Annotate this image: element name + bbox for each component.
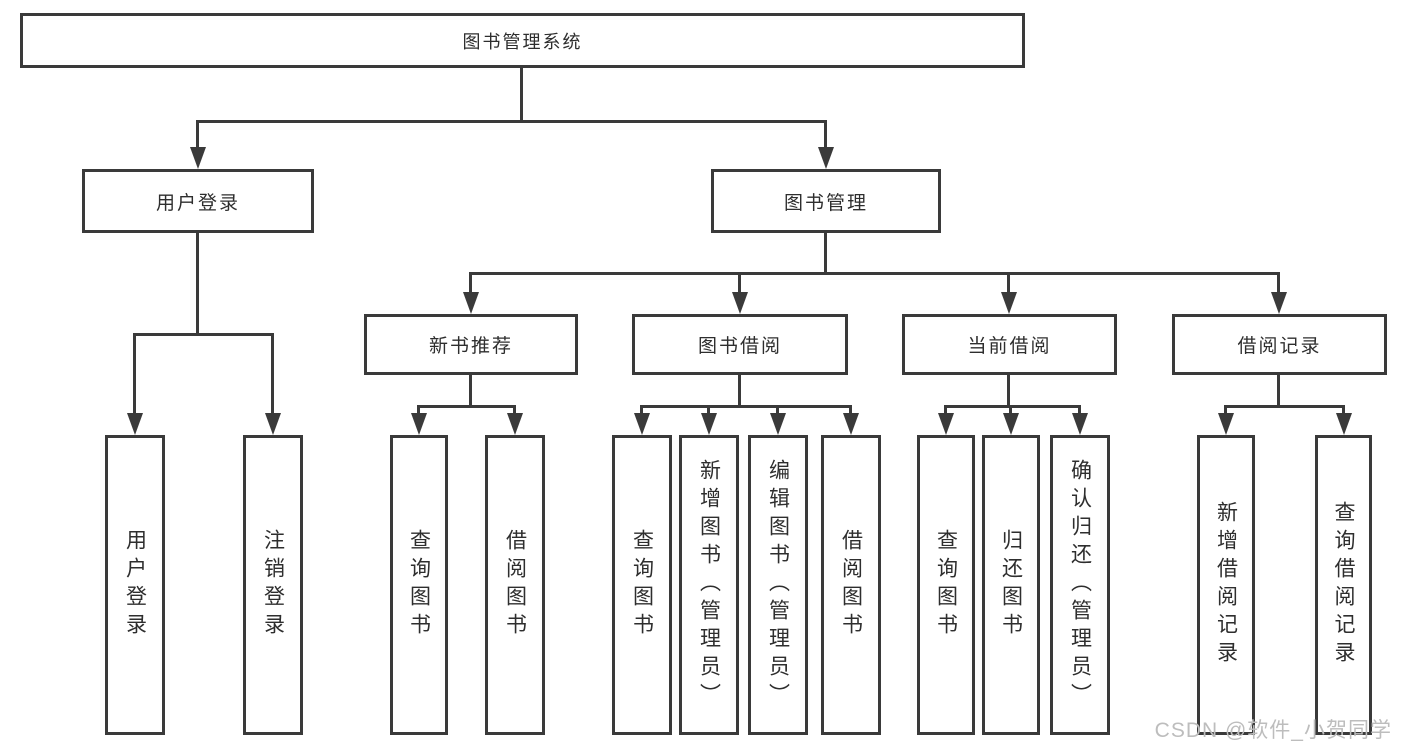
leaf-borrow-borrow-books: 借阅图书 (821, 435, 881, 735)
leaf-current-return-books: 归还图书 (982, 435, 1040, 735)
watermark: CSDN @软件_小贺同学 (1154, 719, 1392, 742)
connector-drop-current-return (1009, 405, 1012, 417)
connector-drop-current-query (944, 405, 947, 417)
connector-borrow-records-stem (1277, 373, 1280, 408)
connector-new-book-stem (469, 373, 472, 408)
node-system-root-label: 图书管理系统 (462, 31, 583, 52)
connector-level2-bus (196, 120, 827, 123)
leaf-user-login: 用户登录 (105, 435, 165, 735)
connector-drop-records-query (1342, 405, 1345, 417)
connector-drop-borrow-borrow (849, 405, 852, 417)
connector-drop-book-management (824, 120, 827, 150)
connector-drop-recommend-query (417, 405, 420, 417)
node-new-book-recommend: 新书推荐 (364, 314, 578, 375)
leaf-recommend-query-books-label: 查询图书 (407, 529, 431, 641)
arrowhead-book-borrow (732, 292, 748, 314)
arrowhead-borrow-records (1271, 292, 1287, 314)
connector-drop-borrow-add (707, 405, 710, 417)
leaf-user-login-label: 用户登录 (123, 529, 147, 641)
leaf-current-return-books-label: 归还图书 (999, 529, 1023, 641)
arrowhead-recommend-query (411, 413, 427, 435)
connector-user-login-stem (196, 231, 199, 336)
node-current-borrow: 当前借阅 (902, 314, 1117, 375)
leaf-borrow-add-books-admin: 新增图书（管理员） (679, 435, 739, 735)
arrowhead-leaf-user-login (127, 413, 143, 435)
arrowhead-records-add (1218, 413, 1234, 435)
connector-book-management-stem (824, 231, 827, 275)
connector-drop-borrow-records (1277, 272, 1280, 296)
connector-borrow-records-bus (1224, 405, 1345, 408)
connector-drop-borrow-query (640, 405, 643, 417)
leaf-current-query-books: 查询图书 (917, 435, 975, 735)
node-book-borrow-label: 图书借阅 (697, 336, 782, 357)
connector-drop-leaf-logout (271, 333, 274, 417)
node-book-management: 图书管理 (711, 169, 941, 233)
connector-drop-current-borrow (1007, 272, 1010, 296)
node-borrow-records: 借阅记录 (1172, 314, 1387, 375)
leaf-recommend-borrow-books-label: 借阅图书 (503, 529, 527, 641)
connector-drop-current-confirm (1078, 405, 1081, 417)
connector-root-stem (520, 66, 523, 123)
arrowhead-current-confirm (1072, 413, 1088, 435)
arrowhead-borrow-borrow (843, 413, 859, 435)
leaf-current-confirm-return-admin-label: 确认归还（管理员） (1068, 459, 1092, 711)
arrowhead-book-management (818, 147, 834, 169)
leaf-borrow-query-books-label: 查询图书 (630, 529, 654, 641)
arrowhead-current-query (938, 413, 954, 435)
leaf-current-confirm-return-admin: 确认归还（管理员） (1050, 435, 1110, 735)
connector-drop-user-login (196, 120, 199, 150)
connector-drop-leaf-user-login (133, 333, 136, 417)
arrowhead-borrow-query (634, 413, 650, 435)
connector-current-borrow-stem (1007, 373, 1010, 408)
leaf-records-query-record-label: 查询借阅记录 (1332, 501, 1355, 669)
arrowhead-recommend-borrow (507, 413, 523, 435)
arrowhead-user-login (190, 147, 206, 169)
leaf-recommend-query-books: 查询图书 (390, 435, 448, 735)
leaf-borrow-query-books: 查询图书 (612, 435, 672, 735)
arrowhead-new-book (463, 292, 479, 314)
arrowhead-borrow-add (701, 413, 717, 435)
leaf-logout: 注销登录 (243, 435, 303, 735)
node-book-borrow: 图书借阅 (632, 314, 848, 375)
connector-book-borrow-bus (640, 405, 852, 408)
connector-new-book-bus (417, 405, 516, 408)
node-user-login-label: 用户登录 (155, 192, 240, 214)
leaf-current-query-books-label: 查询图书 (934, 529, 958, 641)
node-system-root: 图书管理系统 (20, 13, 1025, 68)
connector-drop-recommend-borrow (513, 405, 516, 417)
connector-drop-records-add (1224, 405, 1227, 417)
leaf-records-add-record: 新增借阅记录 (1197, 435, 1255, 735)
arrowhead-records-query (1336, 413, 1352, 435)
leaf-records-add-record-label: 新增借阅记录 (1214, 501, 1238, 669)
node-current-borrow-label: 当前借阅 (967, 336, 1052, 357)
connector-drop-borrow-edit (776, 405, 779, 417)
leaf-records-query-record: 查询借阅记录 (1315, 435, 1372, 735)
connector-drop-book-borrow (738, 272, 741, 296)
leaf-logout-label: 注销登录 (261, 529, 285, 641)
leaf-borrow-edit-books-admin: 编辑图书（管理员） (748, 435, 808, 735)
node-book-management-label: 图书管理 (783, 192, 868, 214)
leaf-borrow-borrow-books-label: 借阅图书 (839, 529, 863, 641)
node-user-login: 用户登录 (82, 169, 314, 233)
arrowhead-current-return (1003, 413, 1019, 435)
leaf-borrow-edit-books-admin-label: 编辑图书（管理员） (766, 459, 790, 711)
leaf-recommend-borrow-books: 借阅图书 (485, 435, 545, 735)
connector-current-borrow-bus (944, 405, 1081, 408)
node-borrow-records-label: 借阅记录 (1237, 336, 1322, 357)
connector-user-login-bus (133, 333, 274, 336)
arrowhead-current-borrow (1001, 292, 1017, 314)
node-new-book-recommend-label: 新书推荐 (428, 336, 513, 357)
connector-book-borrow-stem (738, 373, 741, 408)
leaf-borrow-add-books-admin-label: 新增图书（管理员） (697, 459, 721, 711)
connector-level3-bus (469, 272, 1280, 275)
arrowhead-borrow-edit (770, 413, 786, 435)
arrowhead-leaf-logout (265, 413, 281, 435)
connector-drop-new-book (469, 272, 472, 296)
